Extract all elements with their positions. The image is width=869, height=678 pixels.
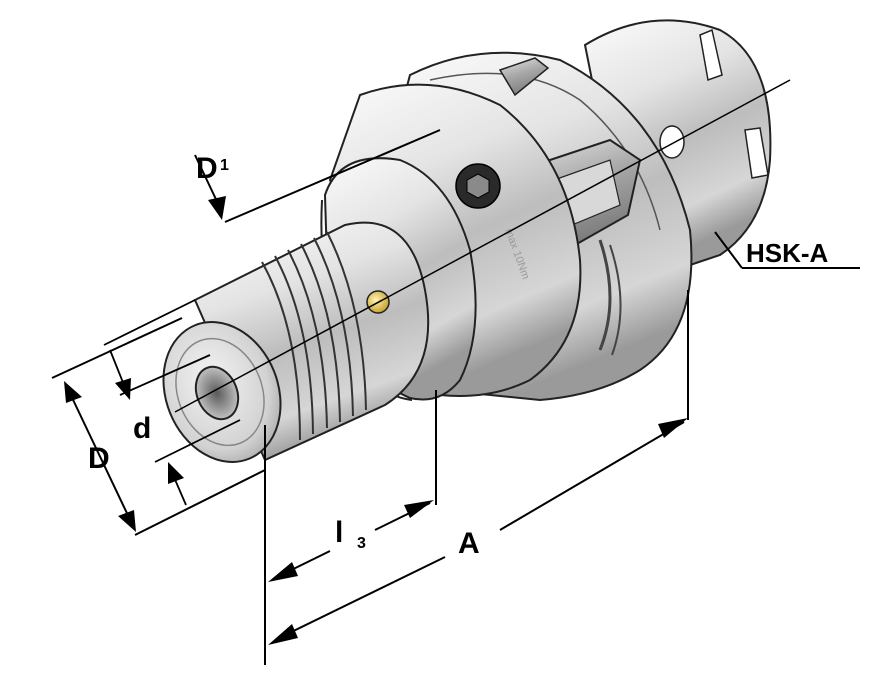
label-l3: l — [335, 516, 343, 549]
hsk-leader — [714, 231, 860, 269]
bore — [194, 365, 240, 421]
front-face — [162, 321, 282, 463]
label-D: D — [88, 442, 110, 475]
label-l3-sub: 3 — [357, 535, 366, 552]
dimension-d — [103, 299, 241, 506]
label-D1-sub: 1 — [220, 157, 229, 174]
label-D1: D — [196, 152, 218, 185]
dimension-l3 — [264, 390, 437, 665]
dimension-D — [51, 317, 266, 536]
label-d: d — [133, 412, 151, 445]
dimension-A — [268, 290, 689, 645]
hsk-shank — [583, 19, 772, 267]
dimension-D1 — [194, 129, 441, 223]
center-axis — [174, 79, 791, 413]
label-hsk-a: HSK-A — [746, 238, 829, 268]
label-A: A — [458, 527, 480, 560]
